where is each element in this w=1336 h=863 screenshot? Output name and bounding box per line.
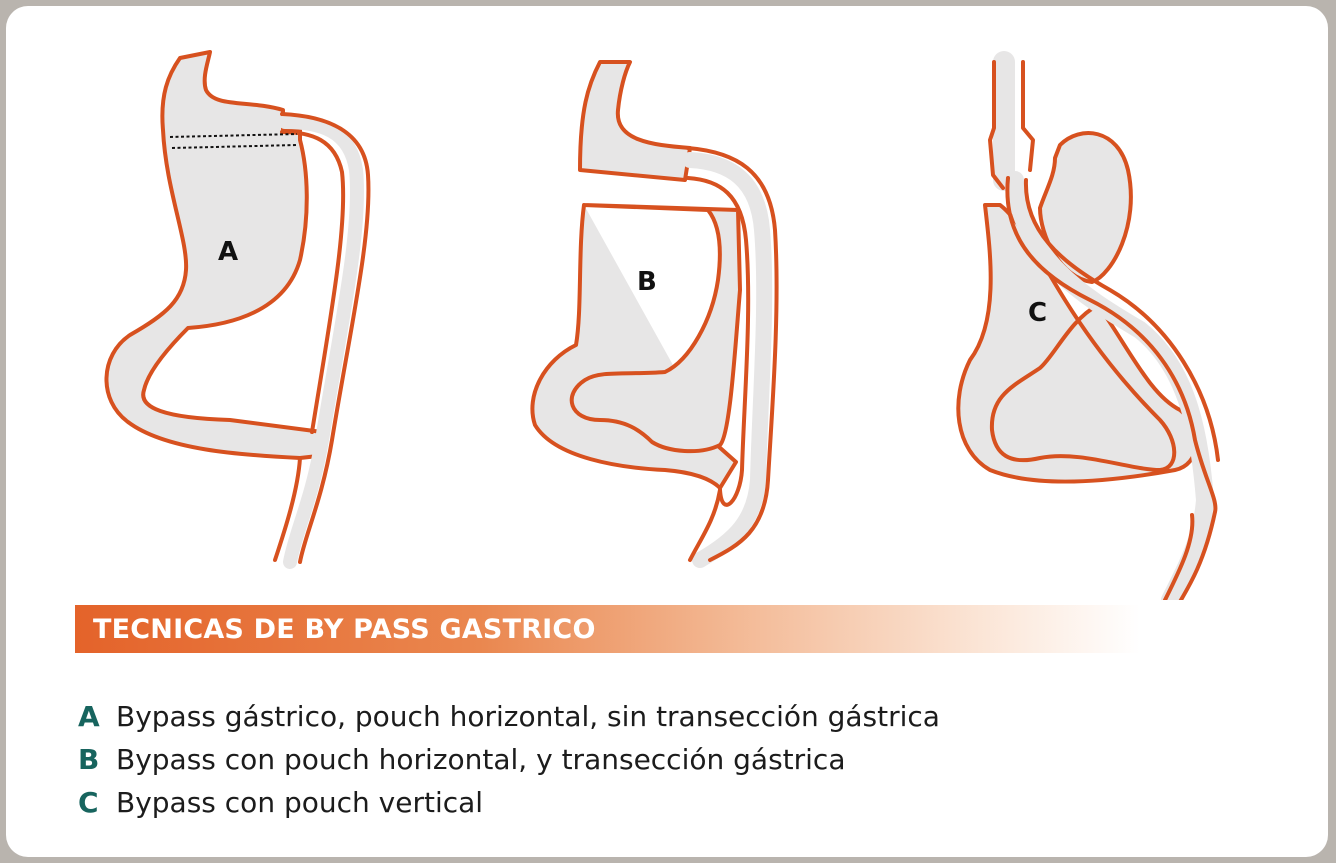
legend-item-b: B Bypass con pouch horizontal, y transec… — [78, 743, 940, 786]
section-banner: TECNICAS DE BY PASS GASTRICO — [75, 605, 1140, 653]
pouch-b — [580, 62, 690, 180]
legend-letter-a: A — [78, 700, 116, 733]
bypass-diagram: A B C — [0, 0, 1336, 600]
panel-a-label: A — [218, 237, 238, 267]
legend-list: A Bypass gástrico, pouch horizontal, sin… — [78, 700, 940, 829]
panel-b-illustration: B — [532, 62, 776, 560]
panel-b-label: B — [637, 267, 657, 297]
legend-item-c: C Bypass con pouch vertical — [78, 786, 940, 829]
legend-letter-b: B — [78, 743, 116, 776]
panel-a-illustration: A — [106, 52, 368, 562]
legend-text-c: Bypass con pouch vertical — [116, 786, 483, 819]
legend-text-b: Bypass con pouch horizontal, y transecci… — [116, 743, 845, 776]
stomach-b — [532, 205, 740, 488]
legend-item-a: A Bypass gástrico, pouch horizontal, sin… — [78, 700, 940, 743]
legend-text-a: Bypass gástrico, pouch horizontal, sin t… — [116, 700, 940, 733]
legend-letter-c: C — [78, 786, 116, 819]
panel-c-label: C — [1028, 298, 1047, 328]
banner-title: TECNICAS DE BY PASS GASTRICO — [93, 614, 596, 645]
panel-c-illustration: C — [958, 62, 1218, 600]
